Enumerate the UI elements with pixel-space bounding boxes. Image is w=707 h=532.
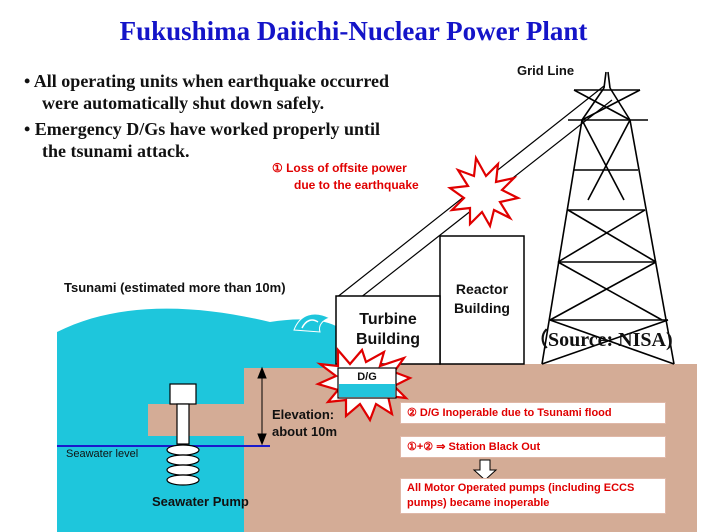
bullet-line-2: were automatically shut down safely. — [42, 93, 325, 113]
down-arrow-icon — [472, 459, 498, 481]
page-title: Fukushima Daiichi-Nuclear Power Plant — [119, 16, 588, 46]
station-blackout-box: ①+② ⇒ Station Black Out — [400, 436, 666, 458]
turbine-label-line-1: Turbine — [359, 311, 417, 328]
elevation-arrow — [257, 366, 267, 446]
dg-inoperable-box: ② D/G Inoperable due to Tsunami flood — [400, 402, 666, 424]
dg-label: D/G — [357, 371, 377, 383]
turbine-building — [335, 295, 441, 365]
bullet-line-3: • Emergency D/Gs have worked properly un… — [24, 119, 380, 139]
seawater-pump-label: Seawater Pump — [152, 494, 249, 509]
dg-flood-water — [339, 384, 395, 397]
elevation-label: Elevation: about 10m — [272, 406, 337, 440]
reactor-building-label: Reactor Building — [440, 280, 524, 318]
pumps-line-1: All Motor Operated pumps (including ECCS — [407, 482, 635, 494]
bullet-line-4: the tsunami attack. — [42, 141, 190, 161]
turbine-label-line-2: Building — [356, 331, 420, 348]
loss-power-line-1: ① Loss of offsite power — [272, 161, 407, 175]
reactor-building — [439, 235, 525, 365]
grid-tower — [541, 71, 675, 365]
elevation-line-2: about 10m — [272, 424, 338, 439]
grid-line-label: Grid Line — [517, 63, 575, 78]
pumps-inoperable-box: All Motor Operated pumps (including ECCS… — [400, 478, 666, 514]
source-label: （Source: NISA) — [528, 329, 673, 351]
elevation-line-1: Elevation: — [272, 407, 335, 422]
explosion-grid-icon — [447, 154, 522, 229]
loss-power-line-2: due to the earthquake — [294, 178, 419, 192]
reactor-label-line-1: Reactor — [455, 281, 509, 297]
reactor-label-line-2: Building — [454, 300, 510, 316]
turbine-building-label: Turbine Building — [336, 310, 440, 350]
seawater-pump-icon — [166, 383, 200, 486]
bullet-line-1: • All operating units when earthquake oc… — [24, 71, 389, 91]
pumps-line-2: pumps) became inoperable — [407, 497, 550, 509]
tsunami-label: Tsunami (estimated more than 10m) — [64, 280, 286, 295]
seawater-level-label: Seawater level — [66, 448, 139, 460]
wave-icon — [293, 313, 332, 333]
pump-pit-ground — [148, 404, 244, 436]
